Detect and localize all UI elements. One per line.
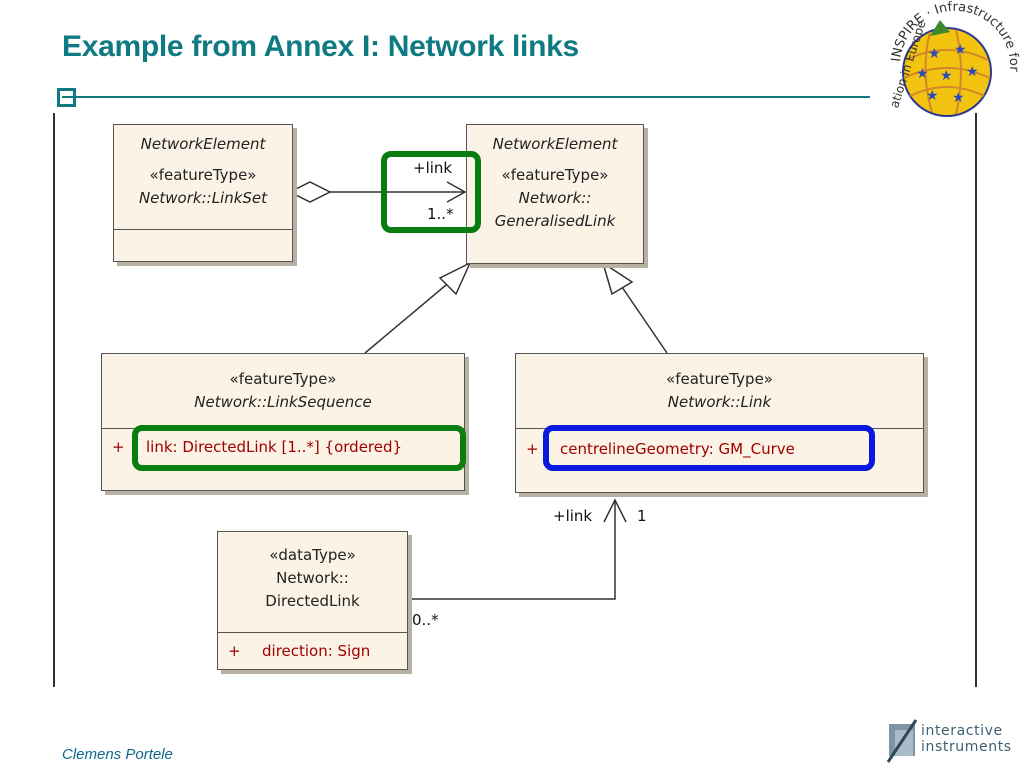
class-link[interactable]: «featureType» Network::Link + centreline… bbox=[515, 353, 924, 493]
role-label-link-bottom: +link bbox=[553, 507, 593, 525]
svg-text:★: ★ bbox=[940, 67, 953, 83]
attr-direction-text: direction: Sign bbox=[262, 642, 371, 660]
attr-link-text: link: DirectedLink [1..*] {ordered} bbox=[146, 438, 403, 456]
linkset-divider bbox=[114, 229, 292, 230]
interactive-instruments-logo-icon bbox=[886, 719, 918, 763]
svg-text:★: ★ bbox=[954, 41, 967, 57]
attr-visibility: + bbox=[228, 642, 241, 660]
highlight-link-attribute bbox=[132, 425, 466, 471]
class-linkset[interactable]: NetworkElement «featureType» Network::Li… bbox=[113, 124, 293, 262]
linkset-abstract-stereotype: NetworkElement bbox=[140, 135, 266, 153]
title-rule-line bbox=[62, 96, 870, 98]
directed-link-name-1: Network:: bbox=[276, 569, 349, 587]
highlight-centreline-attribute bbox=[543, 425, 875, 471]
link-stereotype: «featureType» bbox=[666, 370, 773, 388]
attr-visibility: + bbox=[112, 438, 125, 456]
link-sequence-stereotype: «featureType» bbox=[229, 370, 337, 388]
footer-author: Clemens Portele bbox=[62, 746, 173, 763]
linkset-stereotype: «featureType» bbox=[149, 166, 257, 184]
class-generalised-link[interactable]: NetworkElement «featureType» Network:: G… bbox=[466, 124, 644, 264]
svg-text:★: ★ bbox=[952, 89, 965, 105]
company-line-2: instruments bbox=[921, 739, 1012, 755]
link-sequence-name: Network::LinkSequence bbox=[194, 393, 372, 411]
attr-visibility: + bbox=[526, 440, 539, 458]
directed-link-divider bbox=[218, 632, 407, 633]
linkset-name: Network::LinkSet bbox=[138, 189, 268, 207]
company-line-1: interactive bbox=[921, 723, 1003, 739]
svg-text:★: ★ bbox=[928, 45, 941, 61]
role-label-link-top: +link bbox=[413, 159, 453, 177]
multiplicity-one: 1 bbox=[637, 507, 647, 525]
highlight-link-association bbox=[381, 151, 481, 233]
generalised-link-name-2: GeneralisedLink bbox=[494, 212, 616, 230]
svg-text:★: ★ bbox=[966, 63, 979, 79]
generalised-link-stereotype: «featureType» bbox=[501, 166, 609, 184]
class-directed-link[interactable]: «dataType» Network:: DirectedLink + dire… bbox=[217, 531, 408, 670]
link-name: Network::Link bbox=[667, 393, 772, 411]
slide-title: Example from Annex I: Network links bbox=[62, 30, 579, 63]
diagram-frame bbox=[53, 113, 977, 687]
svg-text:★: ★ bbox=[916, 65, 929, 81]
generalised-link-abstract-stereotype: NetworkElement bbox=[492, 135, 618, 153]
attr-centreline-text: centrelineGeometry: GM_Curve bbox=[560, 440, 795, 458]
generalised-link-name-1: Network:: bbox=[518, 189, 592, 207]
attr-visibility: + bbox=[526, 463, 539, 481]
company-name: interactive instruments bbox=[921, 723, 1012, 755]
multiplicity-zero-many: 0..* bbox=[412, 611, 439, 629]
directed-link-name-2: DirectedLink bbox=[265, 592, 360, 610]
directed-link-stereotype: «dataType» bbox=[269, 546, 356, 564]
multiplicity-top: 1..* bbox=[427, 205, 454, 223]
inspire-logo-icon: ★ ★ ★ ★ ★ ★ ★ INSPIRE · Infrastructure f… bbox=[887, 0, 1020, 117]
svg-text:★: ★ bbox=[926, 87, 939, 103]
